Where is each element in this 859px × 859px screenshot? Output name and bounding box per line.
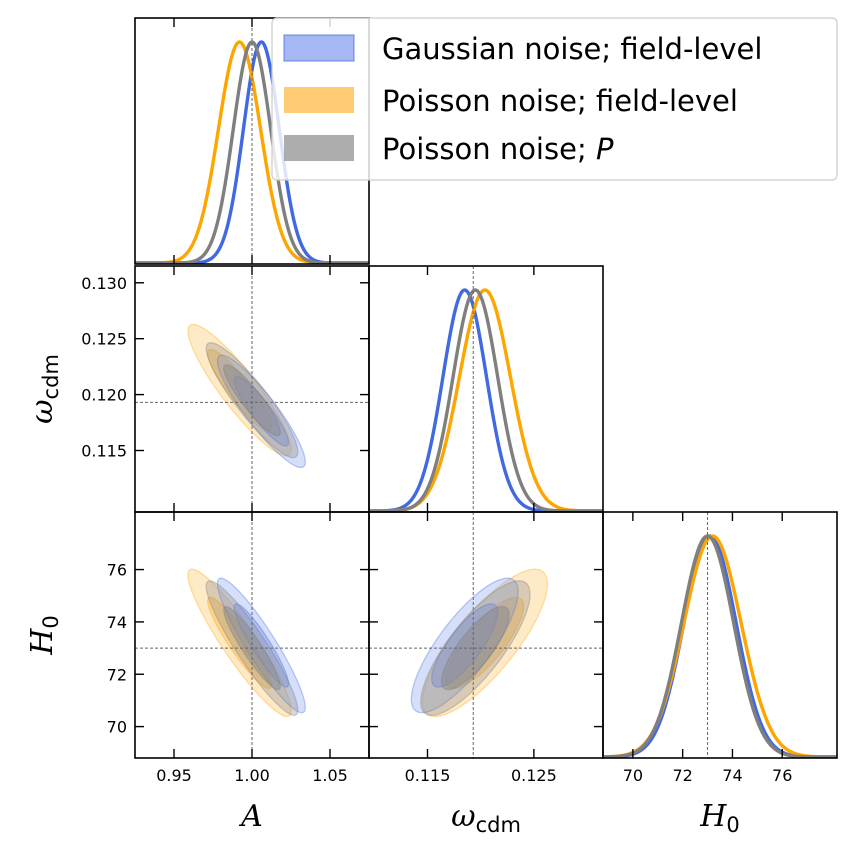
legend-label-poisson-field: Poisson noise; field-level [382,84,738,118]
panel-H0-wcdm [368,511,604,759]
legend-label-poisson-p: Poisson noise; P [382,132,614,166]
y-tick-label-H0: 70 [107,718,127,737]
x-tick-label-H0: 74 [722,766,742,785]
y-tick-label-wcdm: 0.120 [81,386,127,405]
legend-frame [271,17,838,181]
x-tick-label-wcdm: 0.125 [511,766,557,785]
panel-frame [602,511,838,759]
x-axis-label-wcdm: ωcdm [451,799,521,837]
panel-wcdm-A [134,265,370,513]
x-tick-label-wcdm: 0.115 [405,766,451,785]
x-tick-label-H0: 70 [623,766,643,785]
legend: Gaussian noise; field-level Poisson nois… [271,17,838,181]
x-tick-label-H0: 76 [772,766,792,785]
marginal-wcdm-series-1 [369,288,603,512]
legend-swatch-poisson-field [284,87,354,113]
x-axis-label-H0: H0 [699,799,740,837]
marginal-H0-series-1 [603,534,837,758]
panel-H0-A [134,511,370,759]
y-tick-label-H0: 76 [107,561,127,580]
y-tick-label-wcdm: 0.130 [81,274,127,293]
legend-label-gaussian: Gaussian noise; field-level [382,32,762,66]
legend-swatch-gaussian [283,34,355,62]
panel-frame [368,265,604,513]
x-tick-label-A: 0.95 [156,766,192,785]
x-tick-label-A: 1.05 [312,766,348,785]
panel-wcdm-wcdm [368,265,604,513]
contour-68-series-2 [222,363,282,437]
legend-swatch-poisson-p [284,135,354,161]
x-axis-label-A: A [238,799,263,834]
x-tick-label-A: 1.00 [234,766,270,785]
y-axis-label-wcdm: ωcdm [25,354,63,424]
x-tick-label-H0: 72 [672,766,692,785]
marginal-wcdm-series-0 [369,288,603,512]
y-tick-label-H0: 74 [107,613,127,632]
y-tick-label-wcdm: 0.125 [81,330,127,349]
y-tick-label-H0: 72 [107,665,127,684]
y-axis-label-H0: H0 [25,615,63,656]
panel-H0-H0 [602,511,838,759]
marginal-H0-series-2 [603,534,837,758]
marginal-wcdm-series-2 [369,288,603,512]
marginal-H0-series-0 [603,534,837,758]
y-tick-label-wcdm: 0.115 [81,442,127,461]
